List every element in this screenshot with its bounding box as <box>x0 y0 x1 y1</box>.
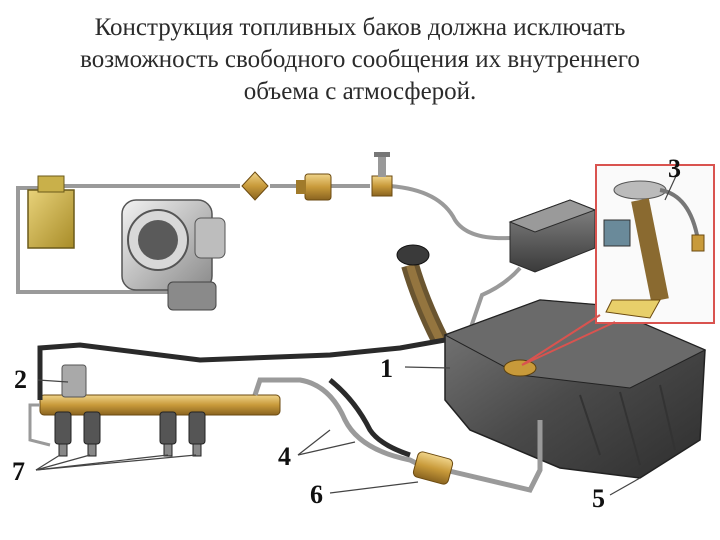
fuel-tank <box>443 299 707 479</box>
vent-pipe-upper <box>16 184 511 294</box>
callout-3: 3 <box>668 154 681 183</box>
title-line-3: объема с атмосферой. <box>243 78 477 105</box>
injectors <box>54 411 206 457</box>
vent-valve <box>296 173 332 201</box>
fuel-rail <box>39 364 281 416</box>
charcoal-canister <box>508 199 597 273</box>
callout-7: 7 <box>12 457 25 486</box>
title-line-1: Конструкция топливных баков должна исклю… <box>94 14 626 41</box>
title-line-2: возможность свободного сообщения их внут… <box>80 46 640 73</box>
filler-neck <box>396 244 449 345</box>
slide-title: Конструкция топливных баков должна исклю… <box>0 12 720 108</box>
fuel-pump-inset <box>595 164 715 324</box>
callout-5: 5 <box>592 484 605 513</box>
callout-4: 4 <box>278 442 291 471</box>
inset-pointer <box>521 314 616 366</box>
fuel-filter <box>412 451 454 485</box>
separator-box <box>27 175 75 249</box>
throttle-body <box>121 199 226 311</box>
callout-6: 6 <box>310 480 323 509</box>
canister-to-tank-pipe <box>468 266 522 331</box>
gravity-valve <box>241 171 269 201</box>
fuel-lines-lower <box>28 337 543 493</box>
callout-2: 2 <box>14 365 27 394</box>
purge-valve <box>371 152 393 197</box>
callout-1: 1 <box>380 354 393 383</box>
leader-lines <box>35 175 677 496</box>
